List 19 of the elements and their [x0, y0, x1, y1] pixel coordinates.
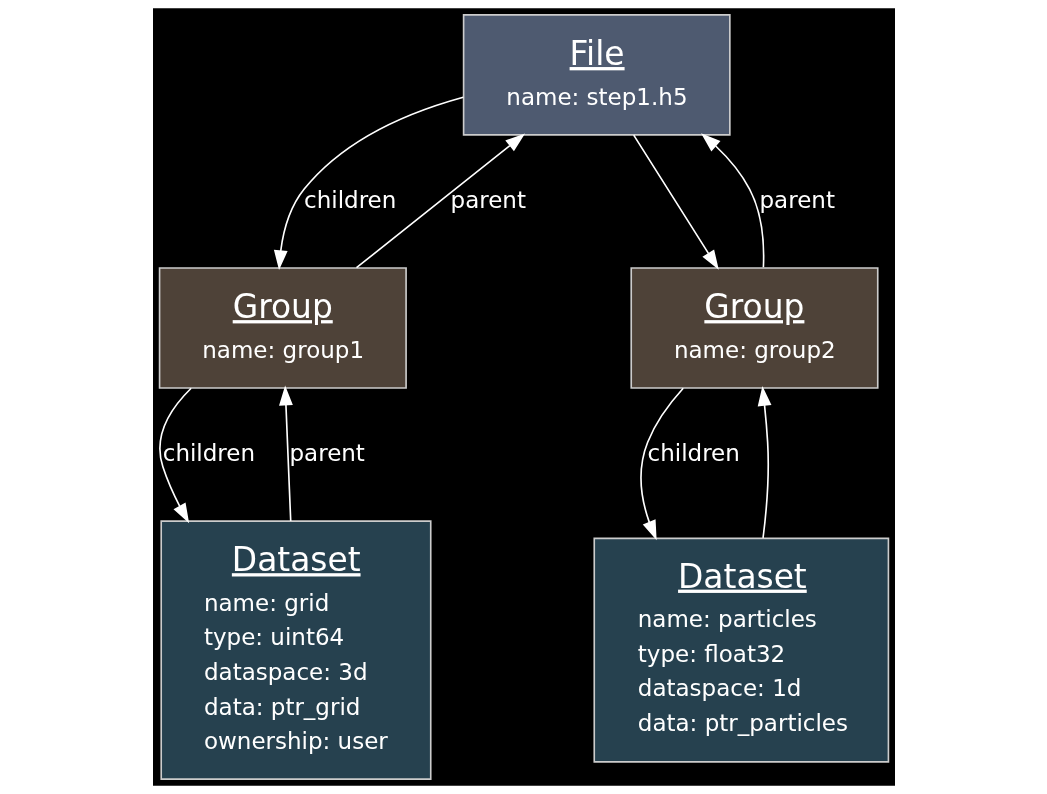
edge-label: children — [162, 439, 255, 466]
edge-label: children — [303, 186, 396, 213]
arrow — [158, 387, 192, 524]
edge-label: parent — [759, 186, 835, 213]
edge-label: parent — [289, 439, 365, 466]
arrow — [700, 133, 764, 269]
node-box: Dataset name: grid type: uint64 dataspace: 3d data: ptr_grid ownership: user — [159, 520, 432, 780]
arrow — [639, 387, 684, 541]
arrow — [757, 386, 771, 539]
node-box: Dataset name: particles type: float32 dataspace: 1d data: ptr_particles — [592, 537, 889, 763]
node-box: Group name: group1 — [158, 267, 407, 389]
node-box: Group name: group2 — [629, 267, 879, 389]
arrow — [355, 133, 525, 269]
edge-label: children — [647, 439, 740, 466]
arrow — [273, 96, 464, 271]
arrow — [278, 385, 293, 522]
node-box: File name: step1.h5 — [462, 14, 731, 136]
arrow — [632, 134, 719, 270]
edge-label: parent — [450, 186, 526, 213]
